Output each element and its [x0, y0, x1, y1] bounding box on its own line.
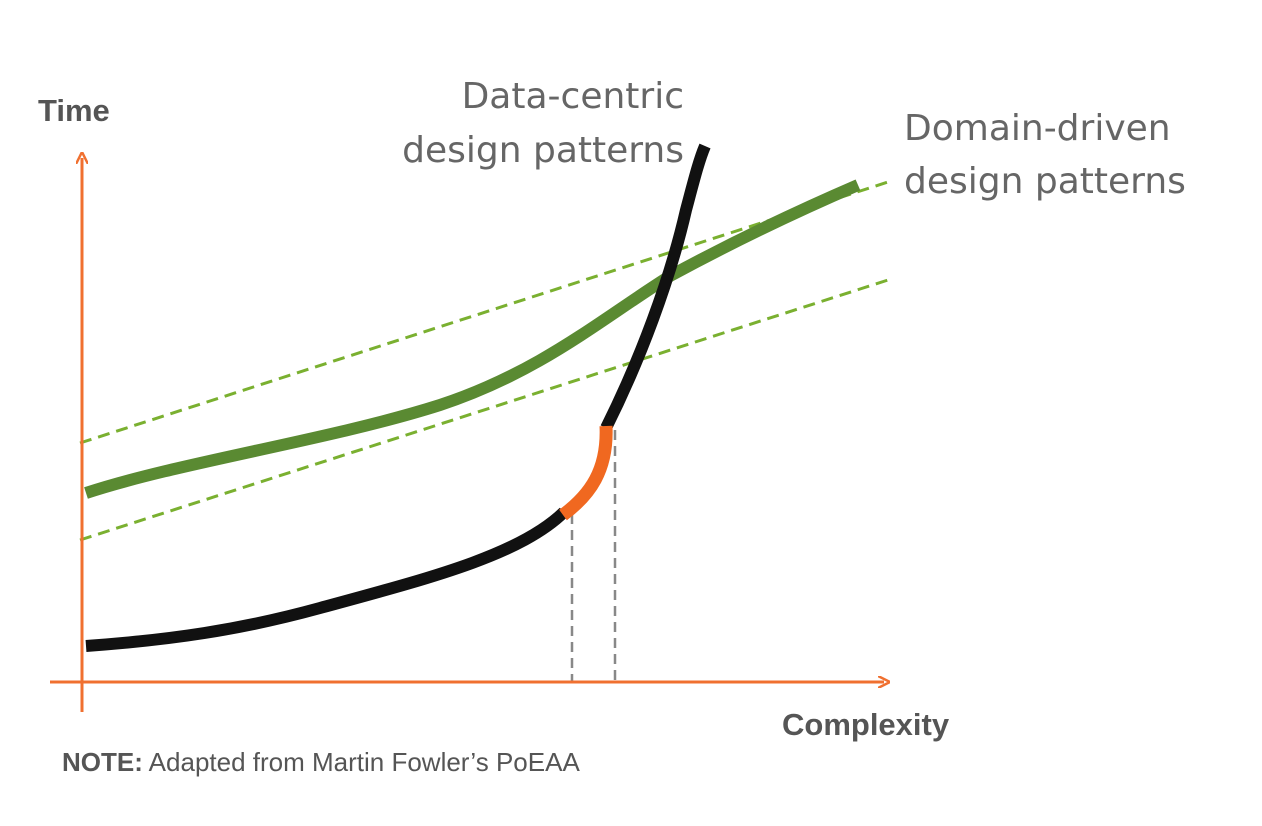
- domain-driven-lower-band: [79, 278, 889, 542]
- source-note-text: Adapted from Martin Fowler’s PoEAA: [143, 747, 581, 777]
- data-centric-curve-lower: [85, 507, 569, 652]
- domain-driven-upper-band: [79, 180, 889, 445]
- domain-driven-label-line2: design patterns: [904, 161, 1186, 202]
- y-axis-title: Time: [38, 93, 110, 128]
- data-centric-label-line2: design patterns: [402, 130, 684, 171]
- x-axis-title: Complexity: [782, 707, 950, 742]
- domain-driven-curve: [84, 179, 861, 499]
- data-centric-label-line1: Data-centric: [462, 76, 684, 117]
- data-centric-curve-upper: [600, 143, 711, 431]
- domain-driven-label-line1: Domain-driven: [904, 108, 1171, 149]
- source-note-prefix: NOTE:: [62, 747, 143, 777]
- transition-segment: [559, 425, 613, 521]
- source-note: NOTE: Adapted from Martin Fowler’s PoEAA: [62, 747, 580, 777]
